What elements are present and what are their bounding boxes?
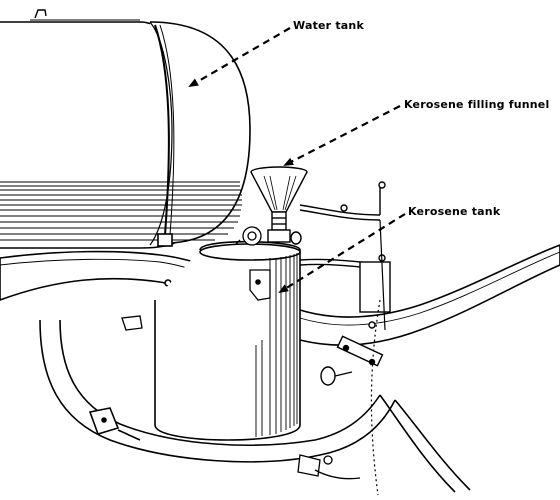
label-water-tank: Water tank [293,19,364,32]
label-kerosene-tank: Kerosene tank [408,205,501,218]
water-tank-leader [188,27,291,88]
kerosene-tank-leader [278,213,406,294]
right-side-piping [299,181,391,386]
water-tank [0,9,251,249]
lower-frame-rail [39,319,471,493]
kerosene-tank [154,240,301,441]
label-kerosene-filling-funnel: Kerosene filling funnel [404,98,550,111]
funnel-leader [283,105,401,166]
lower-bracket [121,315,361,480]
valve-cap [235,226,262,246]
kerosene-filling-funnel [250,166,308,245]
leader-arrows [188,27,406,294]
